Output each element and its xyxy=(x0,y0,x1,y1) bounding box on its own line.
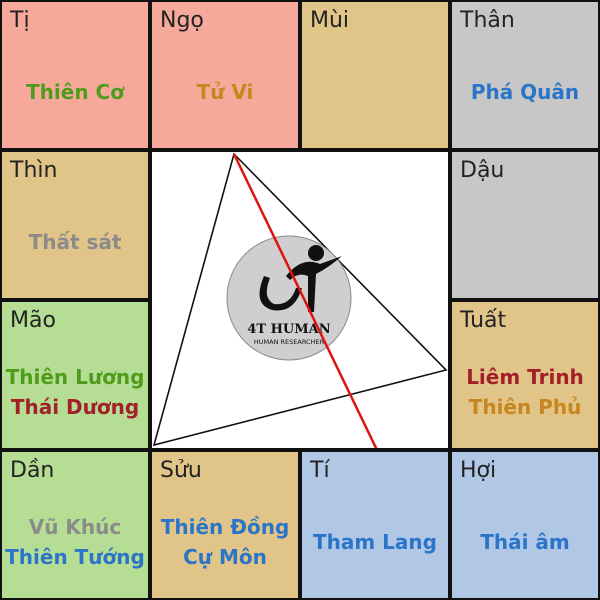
star-label: Thiên Đồng xyxy=(160,515,290,539)
logo-title: 4T HUMAN xyxy=(247,322,330,337)
red-line xyxy=(232,153,378,448)
star-list: Tử Vi xyxy=(152,44,298,140)
palace-mui: Mùi xyxy=(300,0,450,150)
star-label: Thiên Cơ xyxy=(26,80,124,104)
palace-name: Tị xyxy=(10,8,30,33)
star-label: Vũ Khúc xyxy=(28,515,122,539)
palace-name: Tí xyxy=(310,458,330,483)
star-list: Thiên Đồng Cự Môn xyxy=(152,494,298,590)
logo-figure-icon xyxy=(259,245,342,312)
palace-thin: Thìn Thất sát xyxy=(0,150,150,300)
star-list: Tham Lang xyxy=(302,494,448,590)
star-list: Thất sát xyxy=(2,194,148,290)
palace-name: Thân xyxy=(460,8,515,33)
palace-name: Tuất xyxy=(460,308,507,333)
palace-name: Mùi xyxy=(310,8,350,33)
palace-name: Ngọ xyxy=(160,8,204,33)
star-list xyxy=(302,44,448,140)
star-list: Thái âm xyxy=(452,494,598,590)
star-label: Tham Lang xyxy=(313,530,437,554)
center-area: 4T HUMAN HUMAN RESEARCHER xyxy=(150,150,450,450)
star-label: Cự Môn xyxy=(183,545,267,569)
star-label: Thất sát xyxy=(28,230,122,254)
palace-dau: Dậu xyxy=(450,150,600,300)
palace-ty: Tí Tham Lang xyxy=(300,450,450,600)
palace-hoi: Hợi Thái âm xyxy=(450,450,600,600)
star-label: Tử Vi xyxy=(196,80,254,104)
star-label: Thiên Phủ xyxy=(468,395,582,419)
palace-name: Sửu xyxy=(160,458,202,483)
palace-ti: Tị Thiên Cơ xyxy=(0,0,150,150)
logo-subtitle: HUMAN RESEARCHER xyxy=(254,338,325,346)
star-list: Phá Quân xyxy=(452,44,598,140)
star-label: Liêm Trinh xyxy=(466,365,584,389)
star-label: Thái âm xyxy=(480,530,570,554)
star-label: Thiên Lương xyxy=(5,365,145,389)
palace-name: Thìn xyxy=(10,158,58,183)
palace-ngo: Ngọ Tử Vi xyxy=(150,0,300,150)
star-label: Thiên Tướng xyxy=(5,545,145,569)
palace-name: Dần xyxy=(10,458,55,483)
palace-than: Thân Phá Quân xyxy=(450,0,600,150)
star-label: Phá Quân xyxy=(470,80,580,104)
center-diagram: 4T HUMAN HUMAN RESEARCHER xyxy=(152,152,448,448)
palace-name: Mão xyxy=(10,308,56,333)
star-list xyxy=(452,194,598,290)
star-label: Thái Dương xyxy=(10,395,140,419)
palace-name: Dậu xyxy=(460,158,505,183)
star-list: Thiên Cơ xyxy=(2,44,148,140)
palace-suu: Sửu Thiên Đồng Cự Môn xyxy=(150,450,300,600)
palace-name: Hợi xyxy=(460,458,497,483)
